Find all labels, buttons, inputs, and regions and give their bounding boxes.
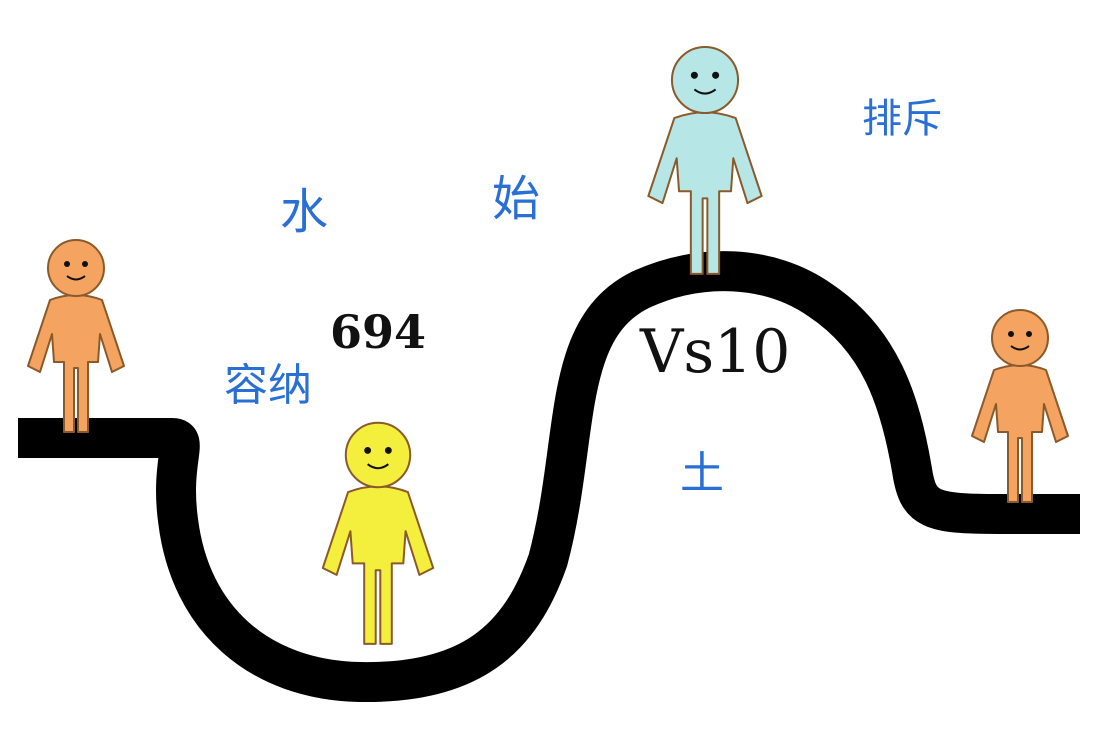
figure-peak-blue-mouth — [693, 88, 717, 95]
note-soil: 土 — [680, 448, 724, 499]
note-start: 始 — [492, 171, 540, 227]
figure-peak-blue-head — [670, 45, 740, 115]
figures-group — [27, 45, 1069, 645]
figure-right-orange-eye-left — [1008, 331, 1014, 337]
figure-peak-blue-eye-left — [690, 71, 698, 79]
figure-peak-blue-eye-right — [712, 71, 720, 79]
note-water: 水 — [280, 184, 328, 240]
figure-left-orange-mouth — [66, 275, 86, 281]
figure-valley-yellow-eye-left — [364, 446, 372, 454]
right-value-label: Vs10 — [639, 317, 790, 387]
figure-left-orange-head — [47, 239, 105, 297]
figure-valley-yellow — [321, 421, 435, 645]
note-accommodate: 容纳 — [224, 360, 312, 411]
note-exclude: 排斥 — [862, 96, 942, 142]
figure-valley-yellow-body — [321, 485, 435, 645]
left-value-label: 694 — [330, 305, 426, 359]
figure-peak-blue-body — [647, 111, 763, 275]
track — [18, 251, 1080, 703]
figure-right-orange-eye-right — [1026, 331, 1032, 337]
figure-left-orange-eye-right — [82, 261, 88, 267]
figure-peak-blue — [647, 45, 763, 275]
figure-valley-yellow-head — [344, 421, 412, 489]
figure-right-orange — [971, 309, 1069, 503]
figure-right-orange-body — [971, 364, 1069, 503]
figure-right-orange-mouth — [1010, 345, 1030, 351]
track-path — [18, 251, 1080, 703]
figure-left-orange-eye-left — [64, 261, 70, 267]
figure-left-orange — [27, 239, 125, 433]
figure-left-orange-body — [27, 294, 125, 433]
figure-valley-yellow-mouth — [367, 463, 389, 470]
figure-right-orange-head — [991, 309, 1049, 367]
figure-valley-yellow-eye-right — [384, 446, 392, 454]
